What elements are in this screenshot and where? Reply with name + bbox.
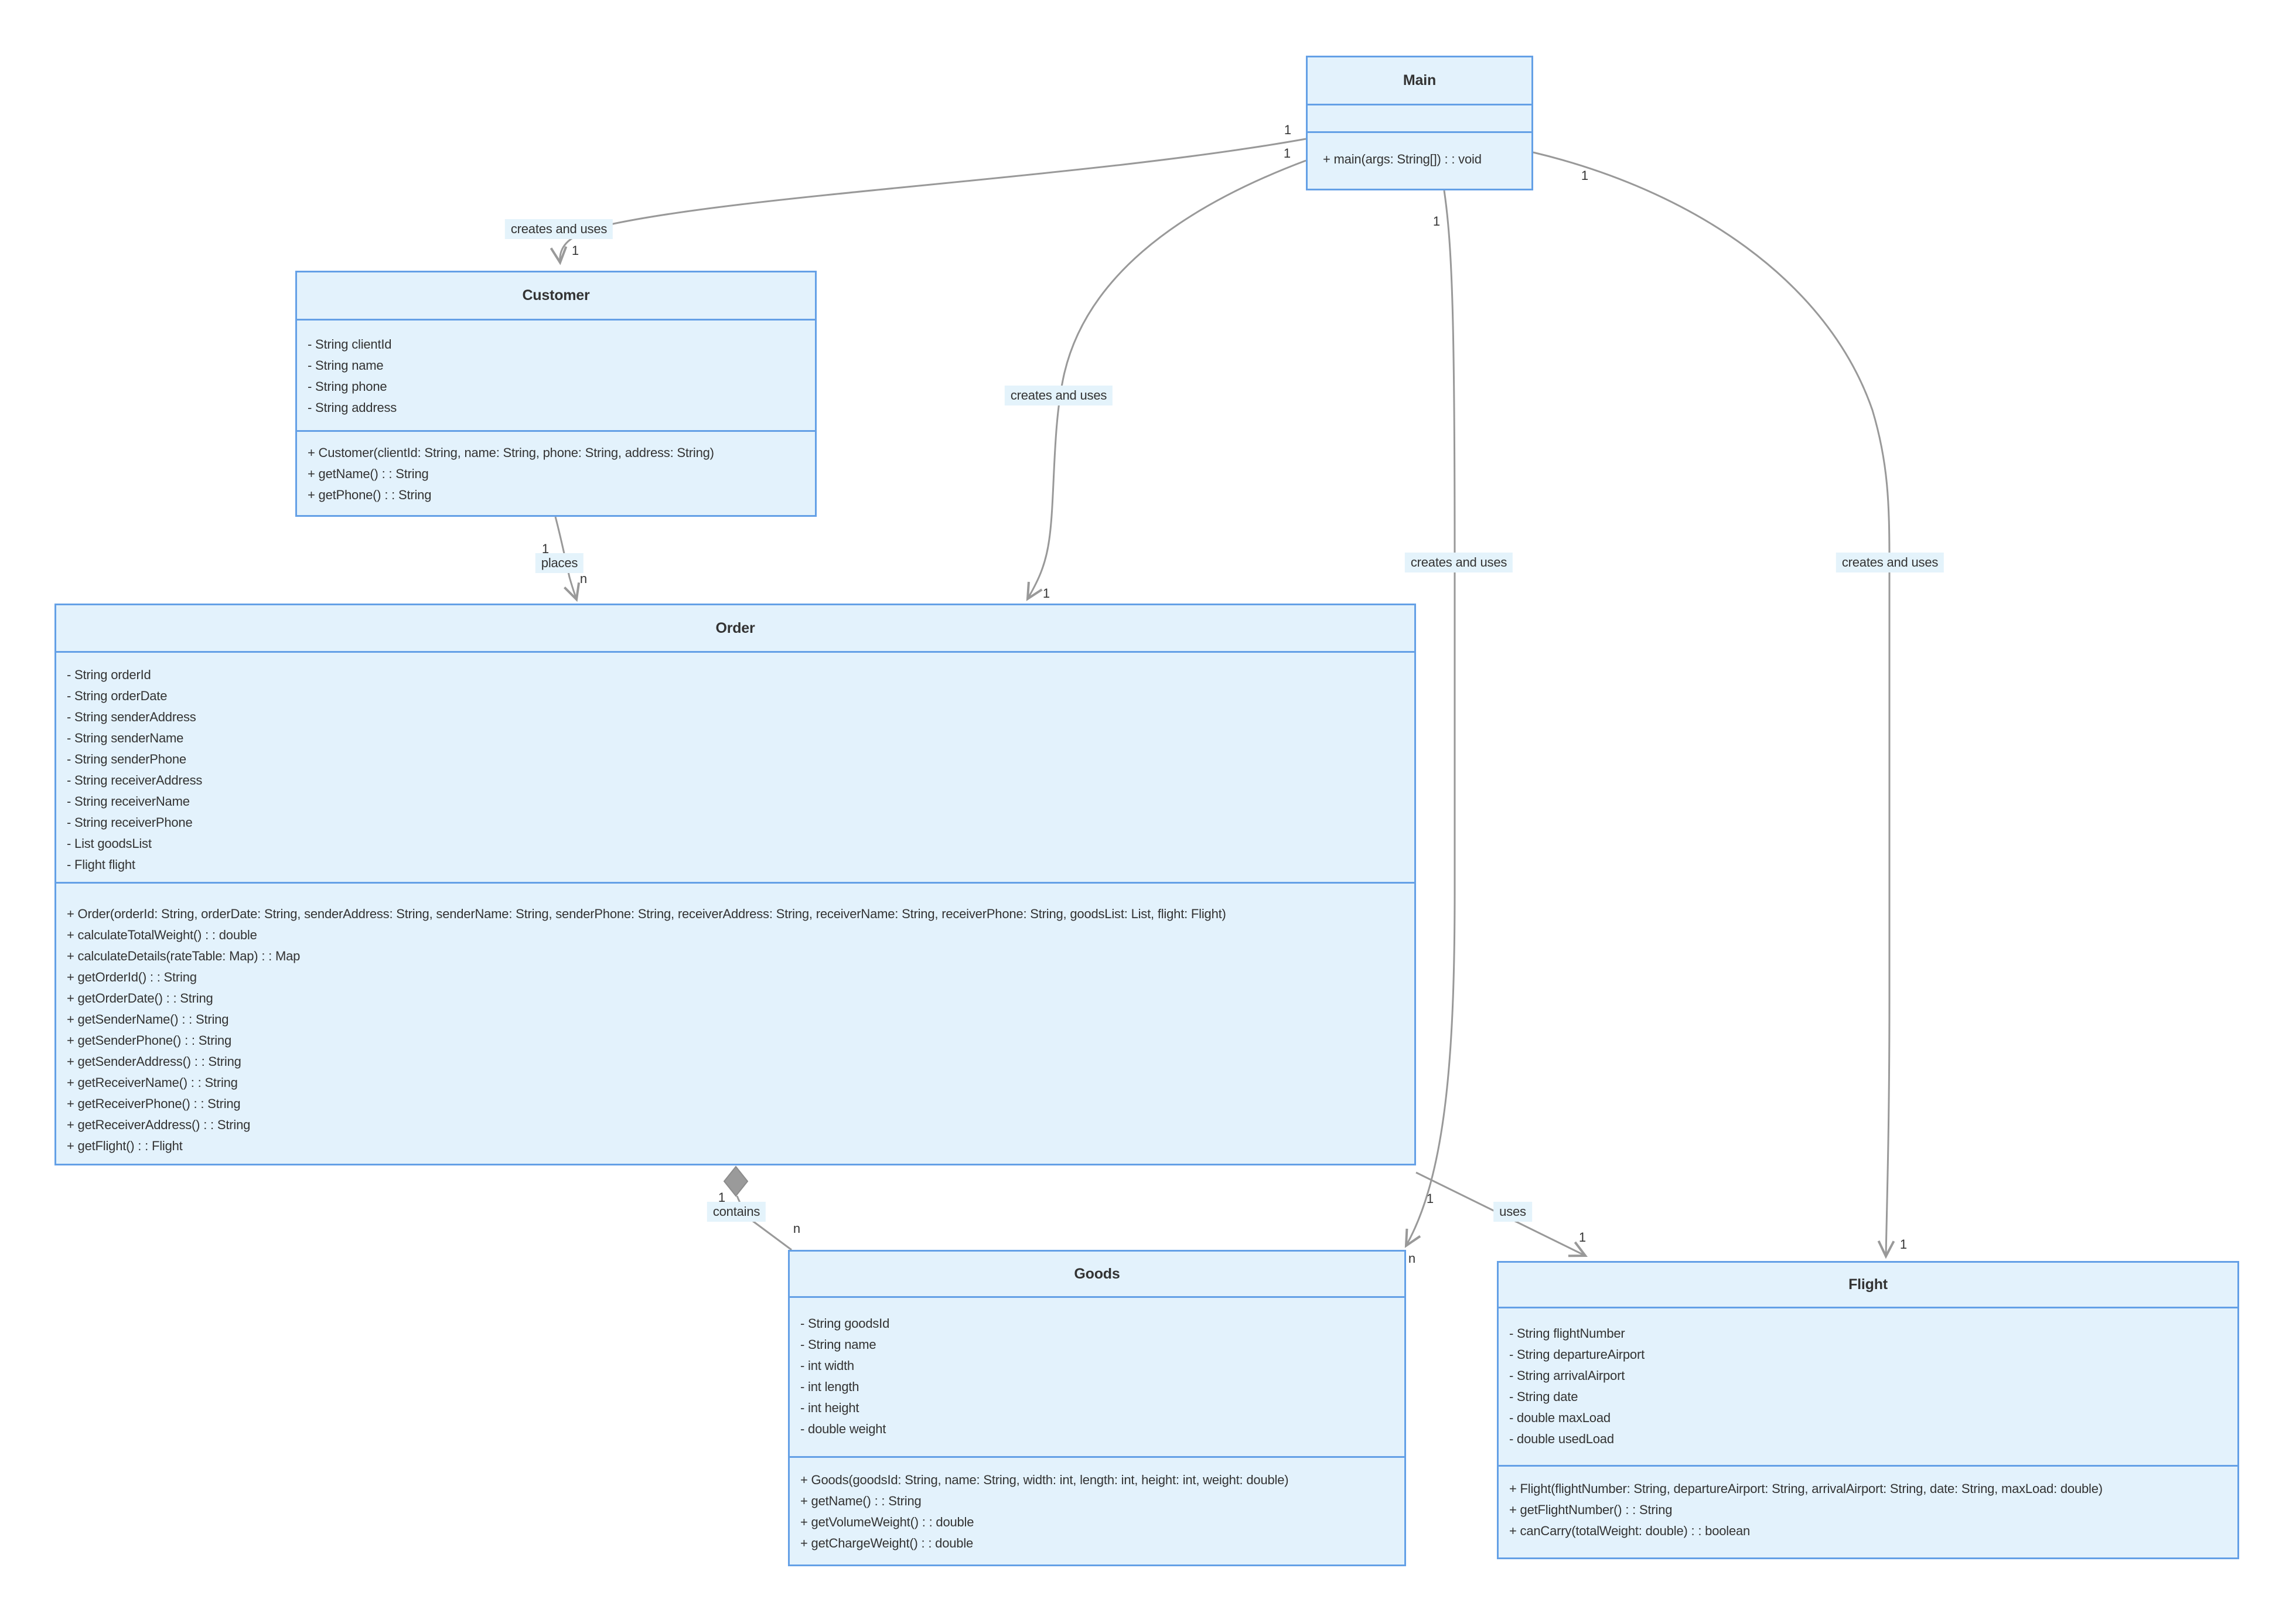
class-order-method: + getSenderName() : : String [67, 1012, 229, 1027]
edge-label-order-goods: contains [707, 1202, 766, 1222]
multiplicity-main-customer-source: 1 [1284, 122, 1292, 137]
class-goods-attributes: - String goodsId - String name - int wid… [790, 1298, 1404, 1458]
class-order-attribute: - Flight flight [67, 857, 135, 872]
class-order-method: + getOrderDate() : : String [67, 991, 213, 1005]
class-main-title: Main [1403, 72, 1437, 88]
class-flight-methods: + Flight(flightNumber: String, departure… [1499, 1467, 2237, 1557]
class-flight-attribute: - String departureAirport [1509, 1347, 1645, 1362]
class-order-attributes: - String orderId - String orderDate - St… [56, 653, 1414, 884]
class-order-attribute: - String senderName [67, 731, 184, 745]
class-customer-attribute: - String clientId [308, 337, 392, 352]
aggregation-diamond-icon [723, 1165, 749, 1197]
class-order-methods: + Order(orderId: String, orderDate: Stri… [56, 884, 1414, 1164]
edge-label-main-goods: creates and uses [1404, 553, 1513, 572]
class-order-attribute: - String receiverName [67, 794, 190, 809]
class-order-method: + getSenderPhone() : : String [67, 1033, 231, 1048]
class-goods-title: Goods [1074, 1265, 1120, 1282]
class-main: Main + main(args: String[]) : : void [1306, 56, 1533, 190]
multiplicity-customer-order-target: n [579, 571, 588, 586]
class-flight-attribute: - double maxLoad [1509, 1410, 1611, 1425]
edge-label-main-customer: creates and uses [504, 219, 613, 239]
class-flight-title: Flight [1848, 1276, 1888, 1293]
class-order-attribute: - String receiverPhone [67, 815, 193, 830]
class-flight-method: + Flight(flightNumber: String, departure… [1509, 1481, 2103, 1496]
edge-main-customer [550, 138, 1306, 265]
multiplicity-main-flight-source: 1 [1581, 168, 1589, 183]
class-goods-method: + Goods(goodsId: String, name: String, w… [800, 1473, 1289, 1487]
edge-main-flight [1533, 151, 1895, 1259]
class-flight-attribute: - double usedLoad [1509, 1431, 1614, 1446]
class-customer-attribute: - String name [308, 358, 384, 373]
class-order-attribute: - List goodsList [67, 836, 152, 851]
class-order-attribute: - String orderDate [67, 688, 168, 703]
class-customer-attributes: - String clientId - String name - String… [297, 321, 815, 432]
multiplicity-main-order-source: 1 [1283, 146, 1291, 161]
multiplicity-order-flight-source: 1 [1426, 1191, 1434, 1206]
class-order-method: + Order(orderId: String, orderDate: Stri… [67, 906, 1226, 921]
class-order-attribute: - String receiverAddress [67, 773, 203, 788]
multiplicity-main-goods-target: n [1408, 1251, 1416, 1266]
multiplicity-order-goods-target: n [793, 1221, 801, 1236]
edge-label-order-flight: uses [1493, 1202, 1532, 1222]
class-main-method: + main(args: String[]) : : void [1323, 152, 1482, 166]
class-order-attribute: - String senderAddress [67, 710, 196, 724]
class-customer-method: + Customer(clientId: String, name: Strin… [308, 445, 714, 460]
class-goods-method: + getChargeWeight() : : double [800, 1536, 974, 1550]
class-goods-method: + getVolumeWeight() : : double [800, 1515, 974, 1529]
class-flight-attribute: - String date [1509, 1389, 1578, 1404]
class-main-methods: + main(args: String[]) : : void [1308, 133, 1531, 189]
class-order-method: + getReceiverName() : : String [67, 1075, 238, 1090]
multiplicity-customer-order-source: 1 [541, 541, 550, 556]
class-order-method: + getReceiverAddress() : : String [67, 1117, 251, 1132]
class-order: Order - String orderId - String orderDat… [54, 604, 1416, 1165]
class-customer-title: Customer [522, 287, 590, 304]
class-customer-attribute: - String address [308, 400, 397, 415]
class-customer-attribute: - String phone [308, 379, 387, 394]
multiplicity-main-customer-target: 1 [571, 243, 579, 258]
edge-main-order [1026, 159, 1306, 601]
class-goods-attribute: - String name [800, 1337, 876, 1352]
class-goods-methods: + Goods(goodsId: String, name: String, w… [790, 1458, 1404, 1564]
edge-label-main-flight: creates and uses [1836, 553, 1944, 572]
class-flight-method: + canCarry(totalWeight: double) : : bool… [1509, 1523, 1751, 1538]
class-goods-attribute: - int height [800, 1400, 859, 1415]
class-order-method: + getOrderId() : : String [67, 970, 197, 984]
multiplicity-order-flight-target: 1 [1578, 1230, 1587, 1245]
multiplicity-main-order-target: 1 [1042, 586, 1050, 601]
class-flight-attribute: - String arrivalAirport [1509, 1368, 1625, 1383]
class-main-attributes [1308, 105, 1531, 133]
class-order-attribute: - String orderId [67, 667, 151, 682]
class-flight-attribute: - String flightNumber [1509, 1326, 1625, 1341]
class-goods: Goods - String goodsId - String name - i… [788, 1250, 1406, 1566]
class-flight-method: + getFlightNumber() : : String [1509, 1502, 1673, 1517]
class-goods-attribute: - int width [800, 1358, 854, 1373]
class-customer-method: + getPhone() : : String [308, 488, 432, 502]
class-goods-attribute: - double weight [800, 1422, 886, 1436]
class-order-method: + getReceiverPhone() : : String [67, 1096, 241, 1111]
class-order-method: + getFlight() : : Flight [67, 1139, 183, 1153]
class-customer-method: + getName() : : String [308, 466, 429, 481]
class-customer-methods: + Customer(clientId: String, name: Strin… [297, 432, 815, 515]
class-goods-attribute: - int length [800, 1379, 859, 1394]
multiplicity-order-goods-source: 1 [718, 1190, 726, 1205]
class-order-title: Order [715, 619, 755, 636]
multiplicity-main-flight-target: 1 [1899, 1237, 1908, 1252]
class-order-method: + calculateDetails(rateTable: Map) : : M… [67, 949, 301, 963]
class-flight: Flight - String flightNumber - String de… [1497, 1261, 2239, 1559]
class-goods-method: + getName() : : String [800, 1494, 922, 1508]
class-order-method: + getSenderAddress() : : String [67, 1054, 241, 1069]
class-order-attribute: - String senderPhone [67, 752, 186, 766]
edge-label-main-order: creates and uses [1004, 386, 1113, 405]
class-order-method: + calculateTotalWeight() : : double [67, 928, 257, 942]
class-customer: Customer - String clientId - String name… [295, 271, 817, 517]
class-flight-attributes: - String flightNumber - String departure… [1499, 1308, 2237, 1467]
class-goods-attribute: - String goodsId [800, 1316, 890, 1331]
multiplicity-main-goods-source: 1 [1432, 214, 1441, 229]
